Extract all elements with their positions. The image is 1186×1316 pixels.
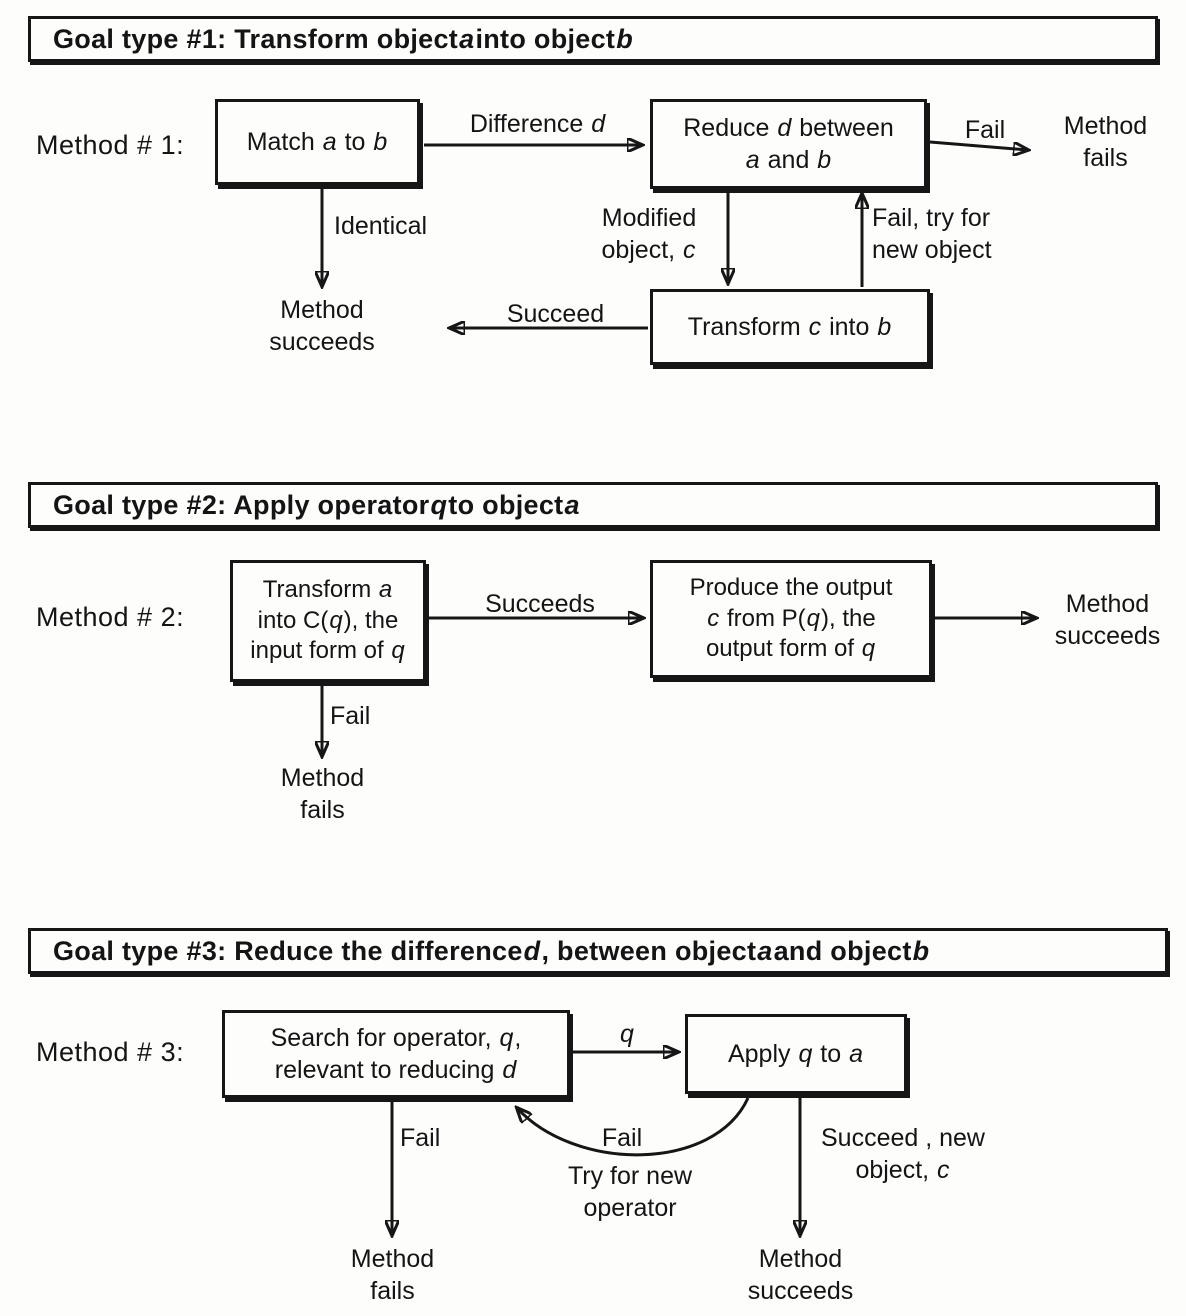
label-modified-object-c: Modified object, c	[578, 202, 720, 266]
text-line: succeeds	[747, 1277, 854, 1305]
method3-label: Method # 3:	[36, 1037, 185, 1067]
text-line: Succeed , new	[821, 1124, 985, 1152]
box-transform-a-into-cq: Transform a into C(q), the input form of…	[230, 560, 426, 682]
label-fail-down-s3: Fail	[400, 1124, 441, 1152]
method2-label: Method # 2:	[36, 602, 185, 632]
text-line: input form of q	[250, 637, 405, 665]
label-fail-s2: Fail	[330, 702, 371, 730]
text-line: Method	[350, 1245, 435, 1273]
section1-header: Goal type #1: Transform object a into ob…	[28, 16, 1158, 62]
text-line: c from P(q), the	[707, 604, 876, 632]
text-line: Apply q to a	[727, 1040, 864, 1068]
text-line: object, c	[601, 236, 696, 264]
text-line: Try for new	[567, 1162, 693, 1190]
text-line: Method	[280, 764, 365, 792]
method1-label: Method # 1:	[36, 130, 185, 160]
text-line: Match a to b	[246, 128, 388, 156]
box-match-a-to-b: Match a to b	[215, 99, 420, 185]
text-line: relevant to reducing d	[274, 1056, 517, 1084]
label-fail-s1: Fail	[964, 116, 1006, 144]
text-line: Produce the output	[689, 573, 893, 601]
end-method-fails-s3: Method fails	[320, 1243, 465, 1307]
text-line: Method	[280, 296, 364, 324]
text-line: a and b	[745, 146, 832, 174]
text-line: Method	[1063, 112, 1148, 140]
label-try-for-new-operator: Try for new operator	[545, 1160, 715, 1224]
end-method-fails-s2: Method fails	[250, 762, 395, 826]
text-line: fails	[1083, 144, 1128, 172]
text-line: succeeds	[269, 328, 375, 356]
text-line: Search for operator, q,	[270, 1024, 522, 1052]
box-transform-c-into-b: Transform c into b	[650, 289, 930, 365]
text-line: Reduce d between	[683, 114, 894, 142]
label-succeeds-s2: Succeeds	[485, 590, 595, 618]
text-line: Transform c into b	[687, 313, 892, 341]
text-line: Method	[1065, 590, 1150, 618]
text-line: Modified	[601, 204, 697, 232]
text-line: fails	[370, 1277, 415, 1305]
label-fail-try-new-object: Fail, try for new object	[872, 202, 1047, 266]
label-fail-curve-s3: Fail	[601, 1124, 643, 1152]
text-line: Fail, try for	[872, 204, 991, 232]
text-line: output form of q	[705, 635, 876, 663]
text-line: Transform a	[262, 575, 393, 603]
box-apply-q-to-a: Apply q to a	[685, 1014, 907, 1094]
box-produce-output-pq: Produce the output c from P(q), the outp…	[650, 560, 932, 678]
end-method-succeeds-s1: Method succeeds	[248, 294, 396, 358]
text-line: object, c	[855, 1156, 950, 1184]
text-line: Method	[758, 1245, 843, 1273]
end-method-fails-s1: Method fails	[1038, 110, 1173, 174]
section3-header: Goal type #3: Reduce the difference d, b…	[28, 928, 1168, 974]
end-method-succeeds-s2: Method succeeds	[1040, 588, 1175, 652]
section2-header: Goal type #2: Apply operator q to object…	[28, 482, 1158, 528]
label-q: q	[620, 1020, 634, 1048]
end-method-succeeds-s3: Method succeeds	[718, 1243, 883, 1307]
text-line: into C(q), the	[257, 606, 399, 634]
label-difference-d: Difference d	[469, 110, 606, 138]
label-succeed-new-object-c: Succeed , new object, c	[808, 1122, 998, 1186]
text-line: succeeds	[1054, 622, 1161, 650]
text-line: fails	[300, 796, 345, 824]
text-line: operator	[583, 1194, 677, 1222]
text-line: new object	[872, 236, 992, 264]
label-identical: Identical	[334, 212, 428, 240]
box-search-for-operator: Search for operator, q, relevant to redu…	[222, 1010, 570, 1098]
box-reduce-d-between-a-b: Reduce d between a and b	[650, 99, 927, 189]
label-succeed-s1: Succeed	[506, 300, 605, 328]
